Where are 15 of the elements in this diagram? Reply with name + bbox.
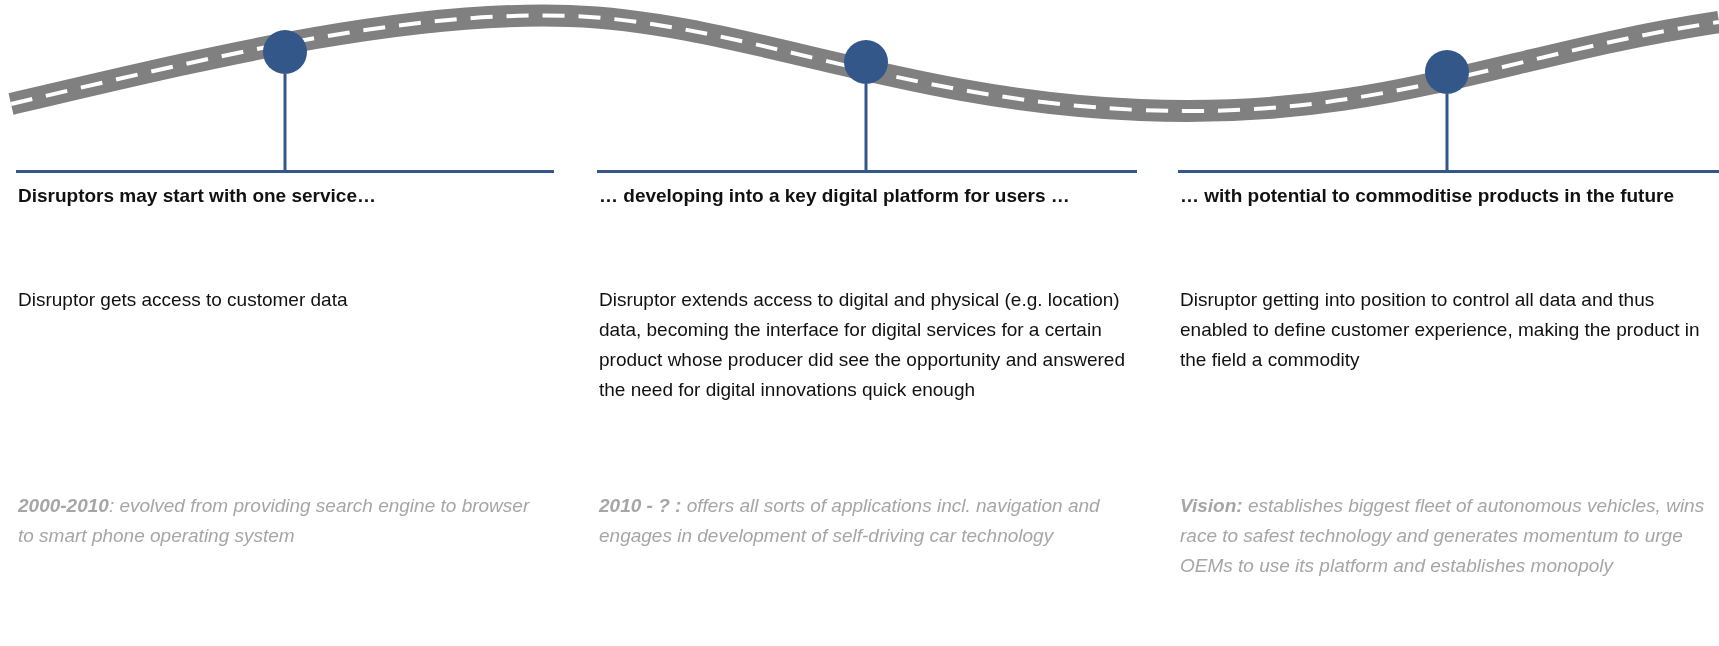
milestone-circle [263, 30, 307, 74]
example-note: Vision: establishes biggest fleet of autonomous vehicles, wins race to safest technology and generates momentum to urge OEMs to use its platform and establishes monopoly [1180, 494, 1706, 578]
connector-line [864, 84, 868, 170]
milestone-circle [844, 40, 888, 84]
stage-heading: … with potential to commoditise products in the future [1180, 184, 1675, 208]
example-note: 2000-2010: evolved from providing search engine to browser to smart phone operating system [18, 494, 531, 548]
connector-line [1445, 94, 1449, 170]
stage-heading: … developing into a key digital platform for users … [599, 184, 1071, 208]
stage-description: Disruptor extends access to digital and physical (e.g. location) data, becoming the interface for digital services for a certain product whose producer did see the opportunity and answered the need for digital innovations quick enough [599, 288, 1126, 402]
connector-line [283, 74, 287, 170]
example-note: 2010 - ? : offers all sorts of applications incl. navigation and engages in development of self-driving car technology [599, 494, 1101, 548]
milestone-circle [1425, 50, 1469, 94]
stage-heading: Disruptors may start with one service… [18, 184, 377, 208]
stage-description: Disruptor gets access to customer data [18, 288, 349, 312]
stage-description: Disruptor getting into position to control all data and thus enabled to define customer experience, making the product in the field a commodity [1180, 288, 1701, 372]
